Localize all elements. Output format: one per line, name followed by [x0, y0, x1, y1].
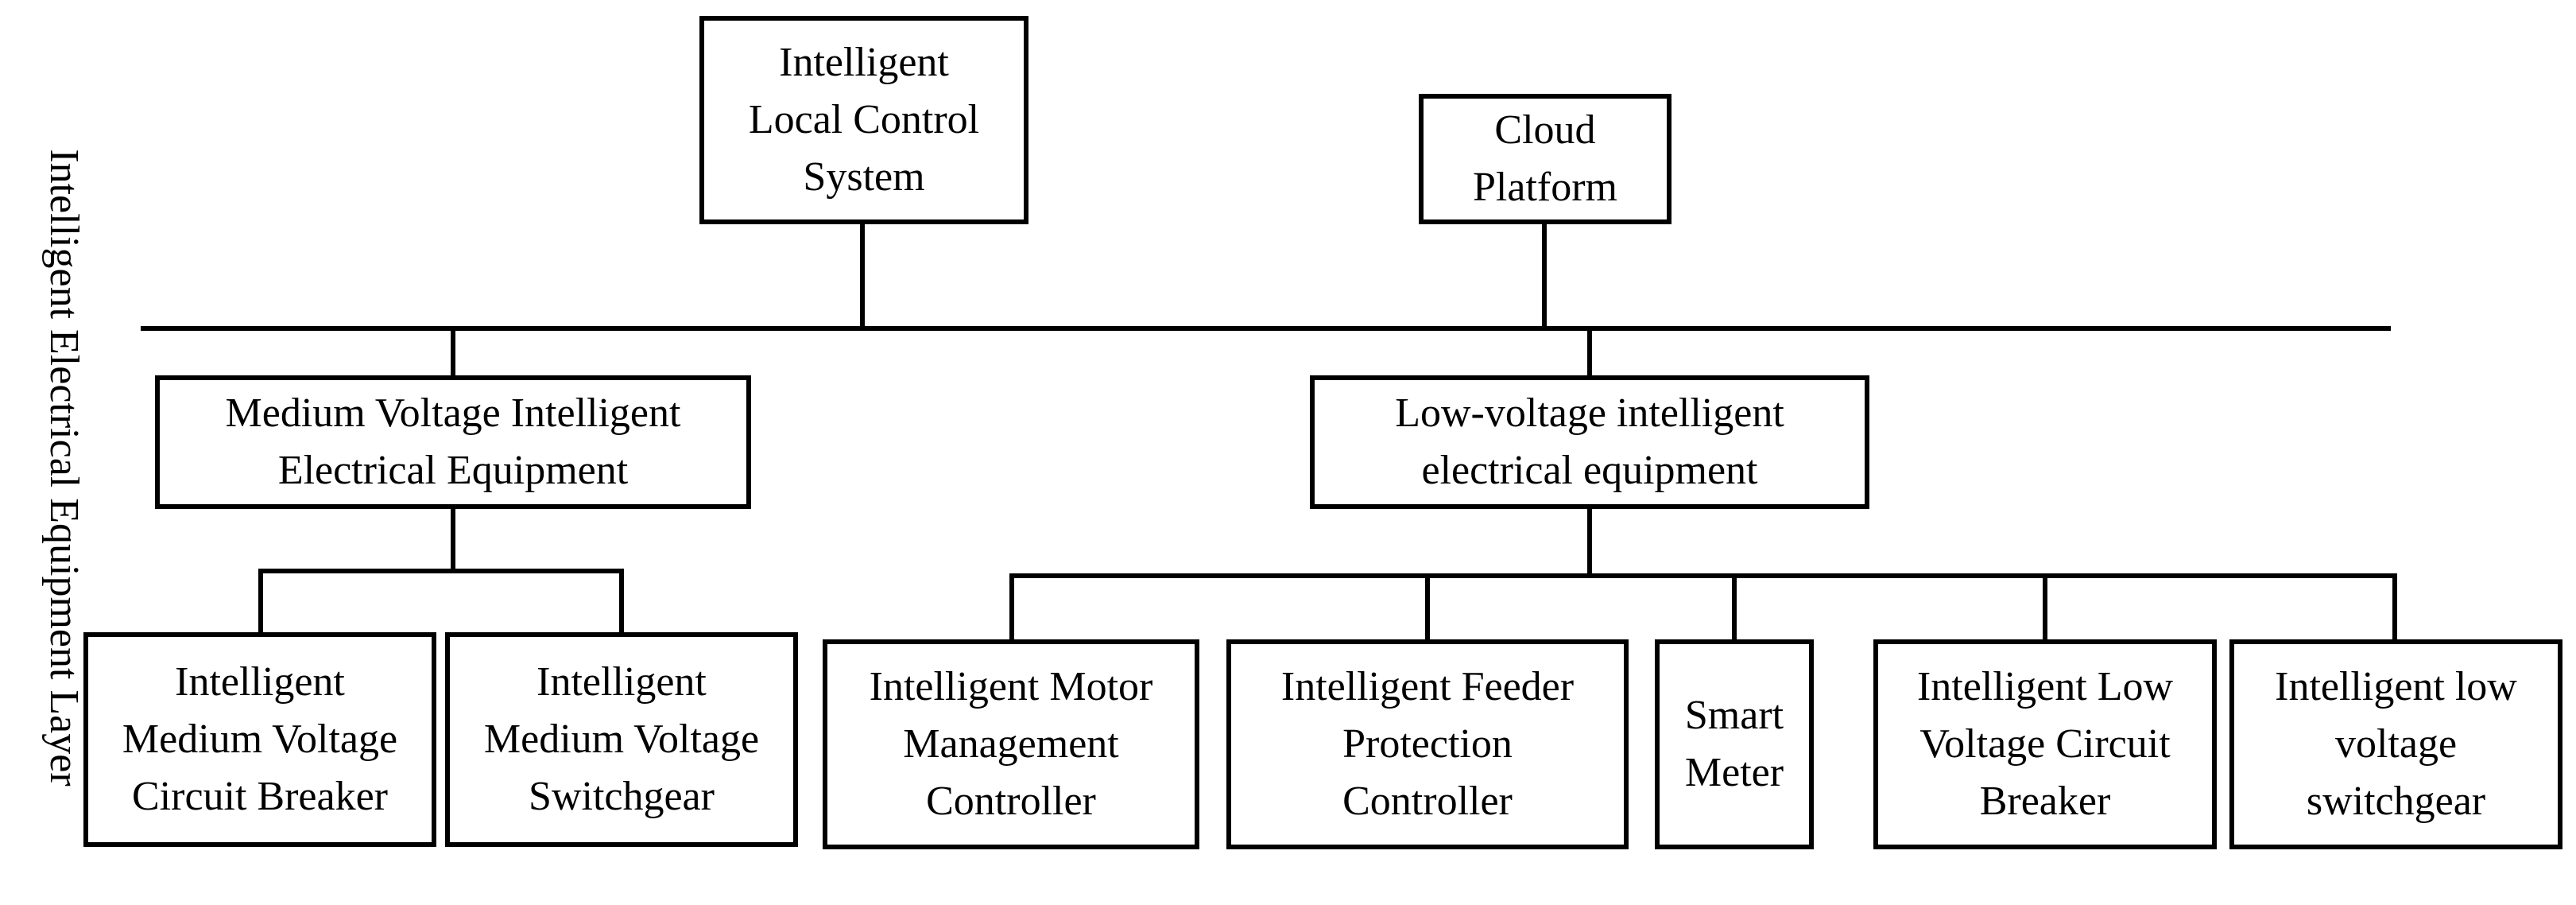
node-text-line: Platform [1473, 165, 1617, 210]
node-text-line: Controller [926, 779, 1096, 824]
node-text-line: Intelligent Low [1916, 664, 2174, 709]
lv-switchgear-node: Intelligent low voltage switchgear [2229, 639, 2562, 849]
connector-lines [141, 222, 2397, 642]
node-text-line: Circuit Breaker [132, 774, 388, 819]
node-text-line: electrical equipment [1421, 448, 1758, 493]
smart-meter-node: Smart Meter [1655, 639, 1814, 849]
node-text-line: System [803, 154, 925, 200]
node-text-line: Intelligent Feeder [1280, 664, 1575, 709]
node-text-line: Intelligent [175, 659, 345, 705]
node-text-line: Local Control [748, 97, 980, 142]
node-text-line: Intelligent [779, 40, 949, 85]
lv-circuit-breaker-node: Intelligent Low Voltage Circuit Breaker [1873, 639, 2217, 849]
node-text-line: Voltage Circuit [1919, 721, 2171, 767]
medium-voltage-group-node: Medium Voltage Intelligent Electrical Eq… [155, 375, 751, 509]
node-text-line: Controller [1342, 779, 1513, 824]
low-voltage-group-node: Low-voltage intelligent electrical equip… [1310, 375, 1869, 509]
node-text-line: Protection [1342, 721, 1513, 767]
node-text-line: Electrical Equipment [277, 448, 629, 493]
node-text-line: voltage [2334, 721, 2458, 767]
local-control-system-node: Intelligent Local Control System [699, 16, 1028, 224]
cloud-platform-node: Cloud Platform [1419, 94, 1671, 224]
node-text-line: Medium Voltage Intelligent [225, 390, 681, 436]
node-text-line: Medium Voltage [483, 717, 760, 762]
node-text-line: Smart [1684, 693, 1784, 738]
node-text-line: Breaker [1979, 779, 2111, 824]
mv-switchgear-node: Intelligent Medium Voltage Switchgear [445, 632, 798, 847]
mv-circuit-breaker-node: Intelligent Medium Voltage Circuit Break… [83, 632, 436, 847]
node-text-line: Cloud [1494, 107, 1596, 153]
node-text-line: Meter [1684, 750, 1784, 795]
motor-management-controller-node: Intelligent Motor Management Controller [823, 639, 1199, 849]
node-text-line: Intelligent low [2275, 664, 2517, 709]
node-text-line: Switchgear [529, 774, 715, 819]
node-text-line: switchgear [2306, 779, 2486, 824]
node-text-line: Medium Voltage [122, 717, 398, 762]
feeder-protection-controller-node: Intelligent Feeder Protection Controller [1226, 639, 1629, 849]
node-text-line: Management [903, 721, 1119, 767]
node-text-line: Low-voltage intelligent [1395, 390, 1784, 436]
node-text-line: Intelligent [537, 659, 707, 705]
node-text-line: Intelligent Motor [869, 664, 1153, 709]
